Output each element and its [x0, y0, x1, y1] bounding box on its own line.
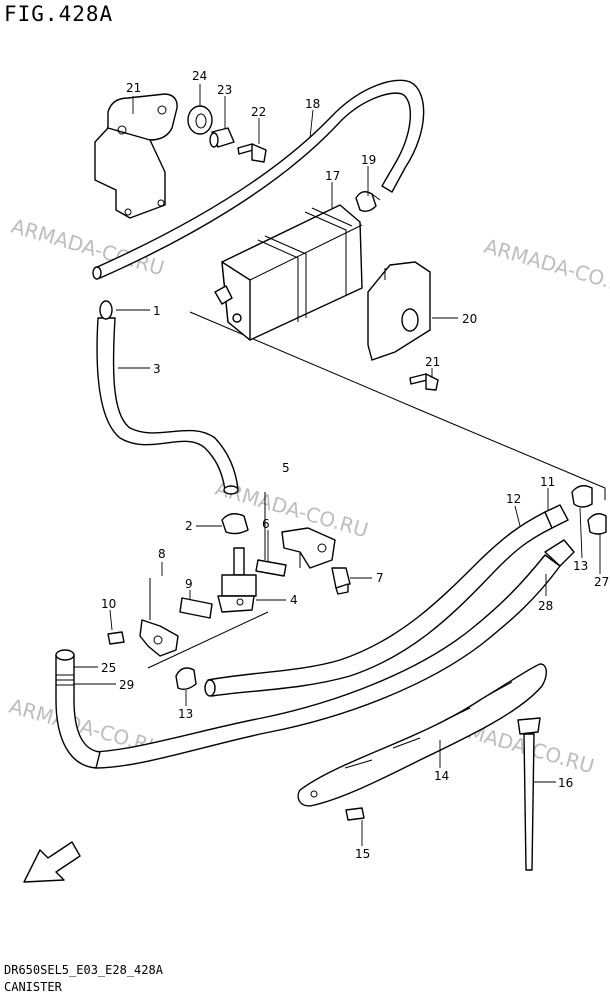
callout-9: 9 [185, 577, 193, 591]
canister-group-line [189, 311, 606, 500]
callout-22: 21 [126, 81, 141, 95]
hose-29 [55, 649, 101, 769]
clamp-2 [221, 513, 249, 535]
bracket-20 [367, 261, 431, 361]
bolt-21 [409, 373, 439, 391]
callout-20: 20 [462, 312, 477, 326]
callout-26: 25 [101, 661, 116, 675]
valve-4 [217, 547, 257, 613]
bolt-7 [331, 567, 351, 595]
callout-4: 4 [290, 593, 298, 607]
clamp-13-upper [571, 485, 593, 508]
bracket-5 [281, 527, 336, 569]
callout-13-upper: 13 [573, 559, 588, 573]
callout-27: 27 [594, 575, 609, 589]
plate-14 [297, 663, 547, 807]
bolt-23 [237, 143, 267, 163]
pad-6 [255, 559, 287, 577]
clamp-13-lower [175, 667, 197, 691]
footer-code: DR650SEL5_E03_E28_428A [4, 963, 163, 977]
callout-7: 7 [376, 571, 384, 585]
callout-23: 22 [251, 105, 266, 119]
figure-title: FIG.428A [4, 2, 114, 26]
callout-25: 24 [192, 69, 207, 83]
callout-18: 18 [305, 97, 320, 111]
hose-11 [544, 504, 569, 529]
callout-14: 14 [434, 769, 449, 783]
footer-name: CANISTER [4, 980, 62, 994]
callout-12: 12 [506, 492, 521, 506]
canister-17 [214, 204, 363, 341]
callout-numbers: 21 24 23 22 18 19 17 1 3 20 20 21 2 5 6 … [101, 69, 609, 861]
callout-5: 5 [282, 461, 290, 475]
bracket-group-line [147, 611, 269, 669]
screw-15 [345, 807, 365, 821]
bracket-22 [94, 93, 178, 219]
clamp-19 [355, 191, 381, 213]
hose-18 [92, 79, 425, 280]
tie-16 [517, 717, 541, 871]
hose-3 [96, 300, 239, 495]
clamp-27 [587, 513, 607, 535]
pad-9 [179, 597, 213, 619]
callout-13-lower: 13 [178, 707, 193, 721]
callout-21-label: 21 [425, 355, 440, 369]
leader-lines [74, 84, 601, 846]
callout-6: 6 [262, 517, 270, 531]
bolt-10 [107, 631, 125, 645]
hose-27 [544, 539, 575, 567]
callout-16: 16 [558, 776, 573, 790]
callout-2: 2 [185, 519, 193, 533]
callout-19: 19 [361, 153, 376, 167]
callout-11: 11 [540, 475, 555, 489]
callout-17: 17 [325, 169, 340, 183]
callout-3: 3 [153, 362, 161, 376]
callout-28: 28 [538, 599, 553, 613]
callout-10: 10 [101, 597, 116, 611]
callout-29: 29 [119, 678, 134, 692]
callout-1: 1 [153, 304, 161, 318]
bracket-8 [139, 578, 179, 657]
watermark-2: ARMADA-CO.RU [482, 234, 610, 301]
callout-15: 15 [355, 847, 370, 861]
collar-24 [209, 127, 235, 148]
grommet-25 [187, 105, 213, 135]
callout-8: 8 [158, 547, 166, 561]
fwd-arrow: FWD [23, 841, 81, 883]
callout-24: 23 [217, 83, 232, 97]
